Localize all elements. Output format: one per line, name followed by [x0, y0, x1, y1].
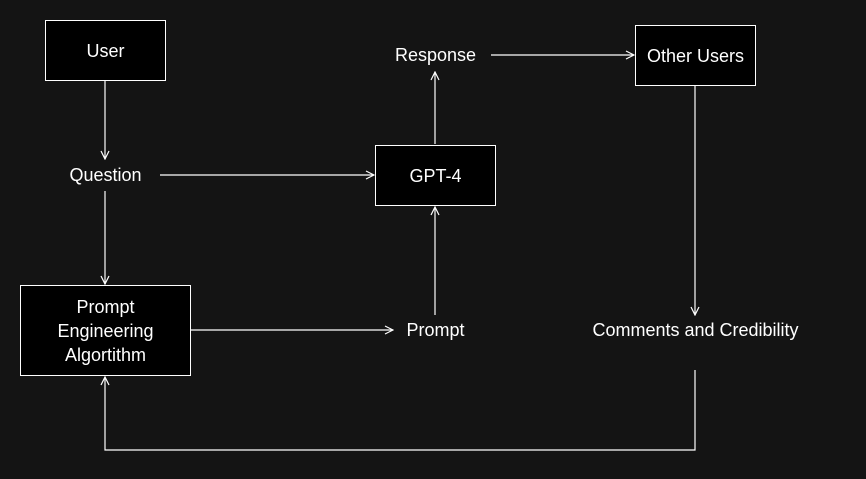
prompt-node-label: Prompt [406, 320, 465, 340]
response-node-label: Response [394, 45, 477, 65]
question-node-label: Question [69, 165, 142, 185]
gpt4-node: GPT-4 [375, 145, 496, 206]
prompt-node: Prompt [375, 315, 496, 345]
arrow-comments-to-prompt-engineering [105, 370, 696, 451]
question-node: Question [45, 160, 166, 190]
other-users-node-label: Other Users [646, 45, 745, 66]
comments-credibility-node-label: Comments and Credibility [592, 320, 799, 340]
response-node: Response [375, 40, 496, 70]
comments-credibility-node: Comments and Credibility [575, 315, 816, 345]
other-users-node: Other Users [635, 25, 756, 86]
user-node: User [45, 20, 166, 81]
user-node-label: User [86, 40, 125, 61]
gpt4-node-label: GPT-4 [409, 165, 462, 186]
prompt-engineering-node: Prompt Engineering Algortithm [20, 285, 191, 376]
prompt-engineering-node-label: Prompt Engineering Algortithm [57, 296, 154, 365]
